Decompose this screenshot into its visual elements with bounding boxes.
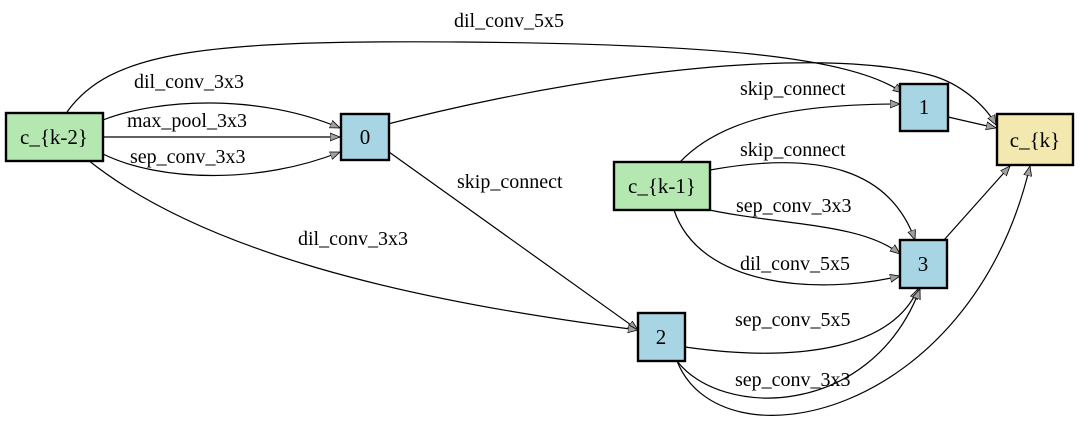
node-ck1: c_{k-1}	[612, 160, 712, 212]
edge-ck1-to-n3-b	[699, 207, 900, 254]
node-0: 0	[339, 112, 391, 162]
edge-ck1-to-n1	[679, 104, 900, 163]
label-ck2-n0-c: sep_conv_3x3	[130, 146, 246, 168]
node-1: 1	[898, 82, 950, 133]
label-ck1-n1: skip_connect	[740, 78, 846, 100]
node-ck2-label: c_{k-2}	[20, 125, 88, 149]
edges	[66, 41, 1030, 416]
label-ck2-n0-a: dil_conv_3x3	[134, 71, 244, 93]
label-n2-n3-a: sep_conv_5x5	[735, 309, 851, 331]
node-2: 2	[636, 311, 687, 363]
node-0-box	[339, 112, 391, 162]
label-ck1-n3-a: skip_connect	[740, 139, 846, 161]
node-1-label: 1	[919, 95, 930, 119]
label-n0-n2: skip_connect	[457, 171, 563, 193]
edge-n1-to-ck	[947, 116, 996, 128]
node-2-box	[636, 311, 687, 363]
edge-ck2-to-n0-c	[102, 151, 340, 177]
node-2-label: 2	[656, 325, 667, 349]
label-ck1-n3-b: sep_conv_3x3	[736, 195, 852, 217]
edge-ck2-to-n0-a	[102, 102, 340, 129]
edge-labels: dil_conv_5x5 dil_conv_3x3 max_pool_3x3 s…	[127, 10, 852, 391]
edge-n3-to-ck	[943, 166, 1010, 241]
node-ck-box	[995, 112, 1075, 167]
node-ck2-box	[4, 111, 105, 163]
edge-n2-to-ck	[676, 166, 1030, 416]
label-ck1-n3-c: dil_conv_5x5	[740, 253, 850, 275]
edge-ck2-to-n1	[66, 41, 903, 113]
edge-ck1-to-n3-c	[673, 209, 900, 286]
edge-n2-to-n3-b	[676, 289, 920, 399]
node-3: 3	[898, 238, 949, 290]
node-1-box	[898, 82, 950, 133]
label-n2-n3-b: sep_conv_3x3	[735, 369, 851, 391]
node-ck1-box	[612, 160, 712, 212]
node-3-box	[898, 238, 949, 290]
node-ck: c_{k}	[995, 112, 1075, 167]
edge-n0-to-n2	[388, 151, 638, 330]
node-0-label: 0	[360, 125, 371, 149]
node-ck1-label: c_{k-1}	[628, 174, 696, 198]
edge-ck2-to-n2	[87, 159, 638, 330]
edge-n2-to-n3-a	[684, 289, 919, 354]
edge-ck1-to-n3-a	[709, 162, 915, 240]
node-ck2: c_{k-2}	[4, 111, 105, 163]
label-ck2-n0-b: max_pool_3x3	[127, 110, 247, 132]
node-3-label: 3	[918, 252, 929, 276]
edge-ck2-to-ck	[339, 62, 997, 138]
label-ck2-n2: dil_conv_3x3	[298, 228, 408, 250]
label-ck2-n1: dil_conv_5x5	[454, 10, 564, 32]
node-ck-label: c_{k}	[1010, 128, 1060, 152]
